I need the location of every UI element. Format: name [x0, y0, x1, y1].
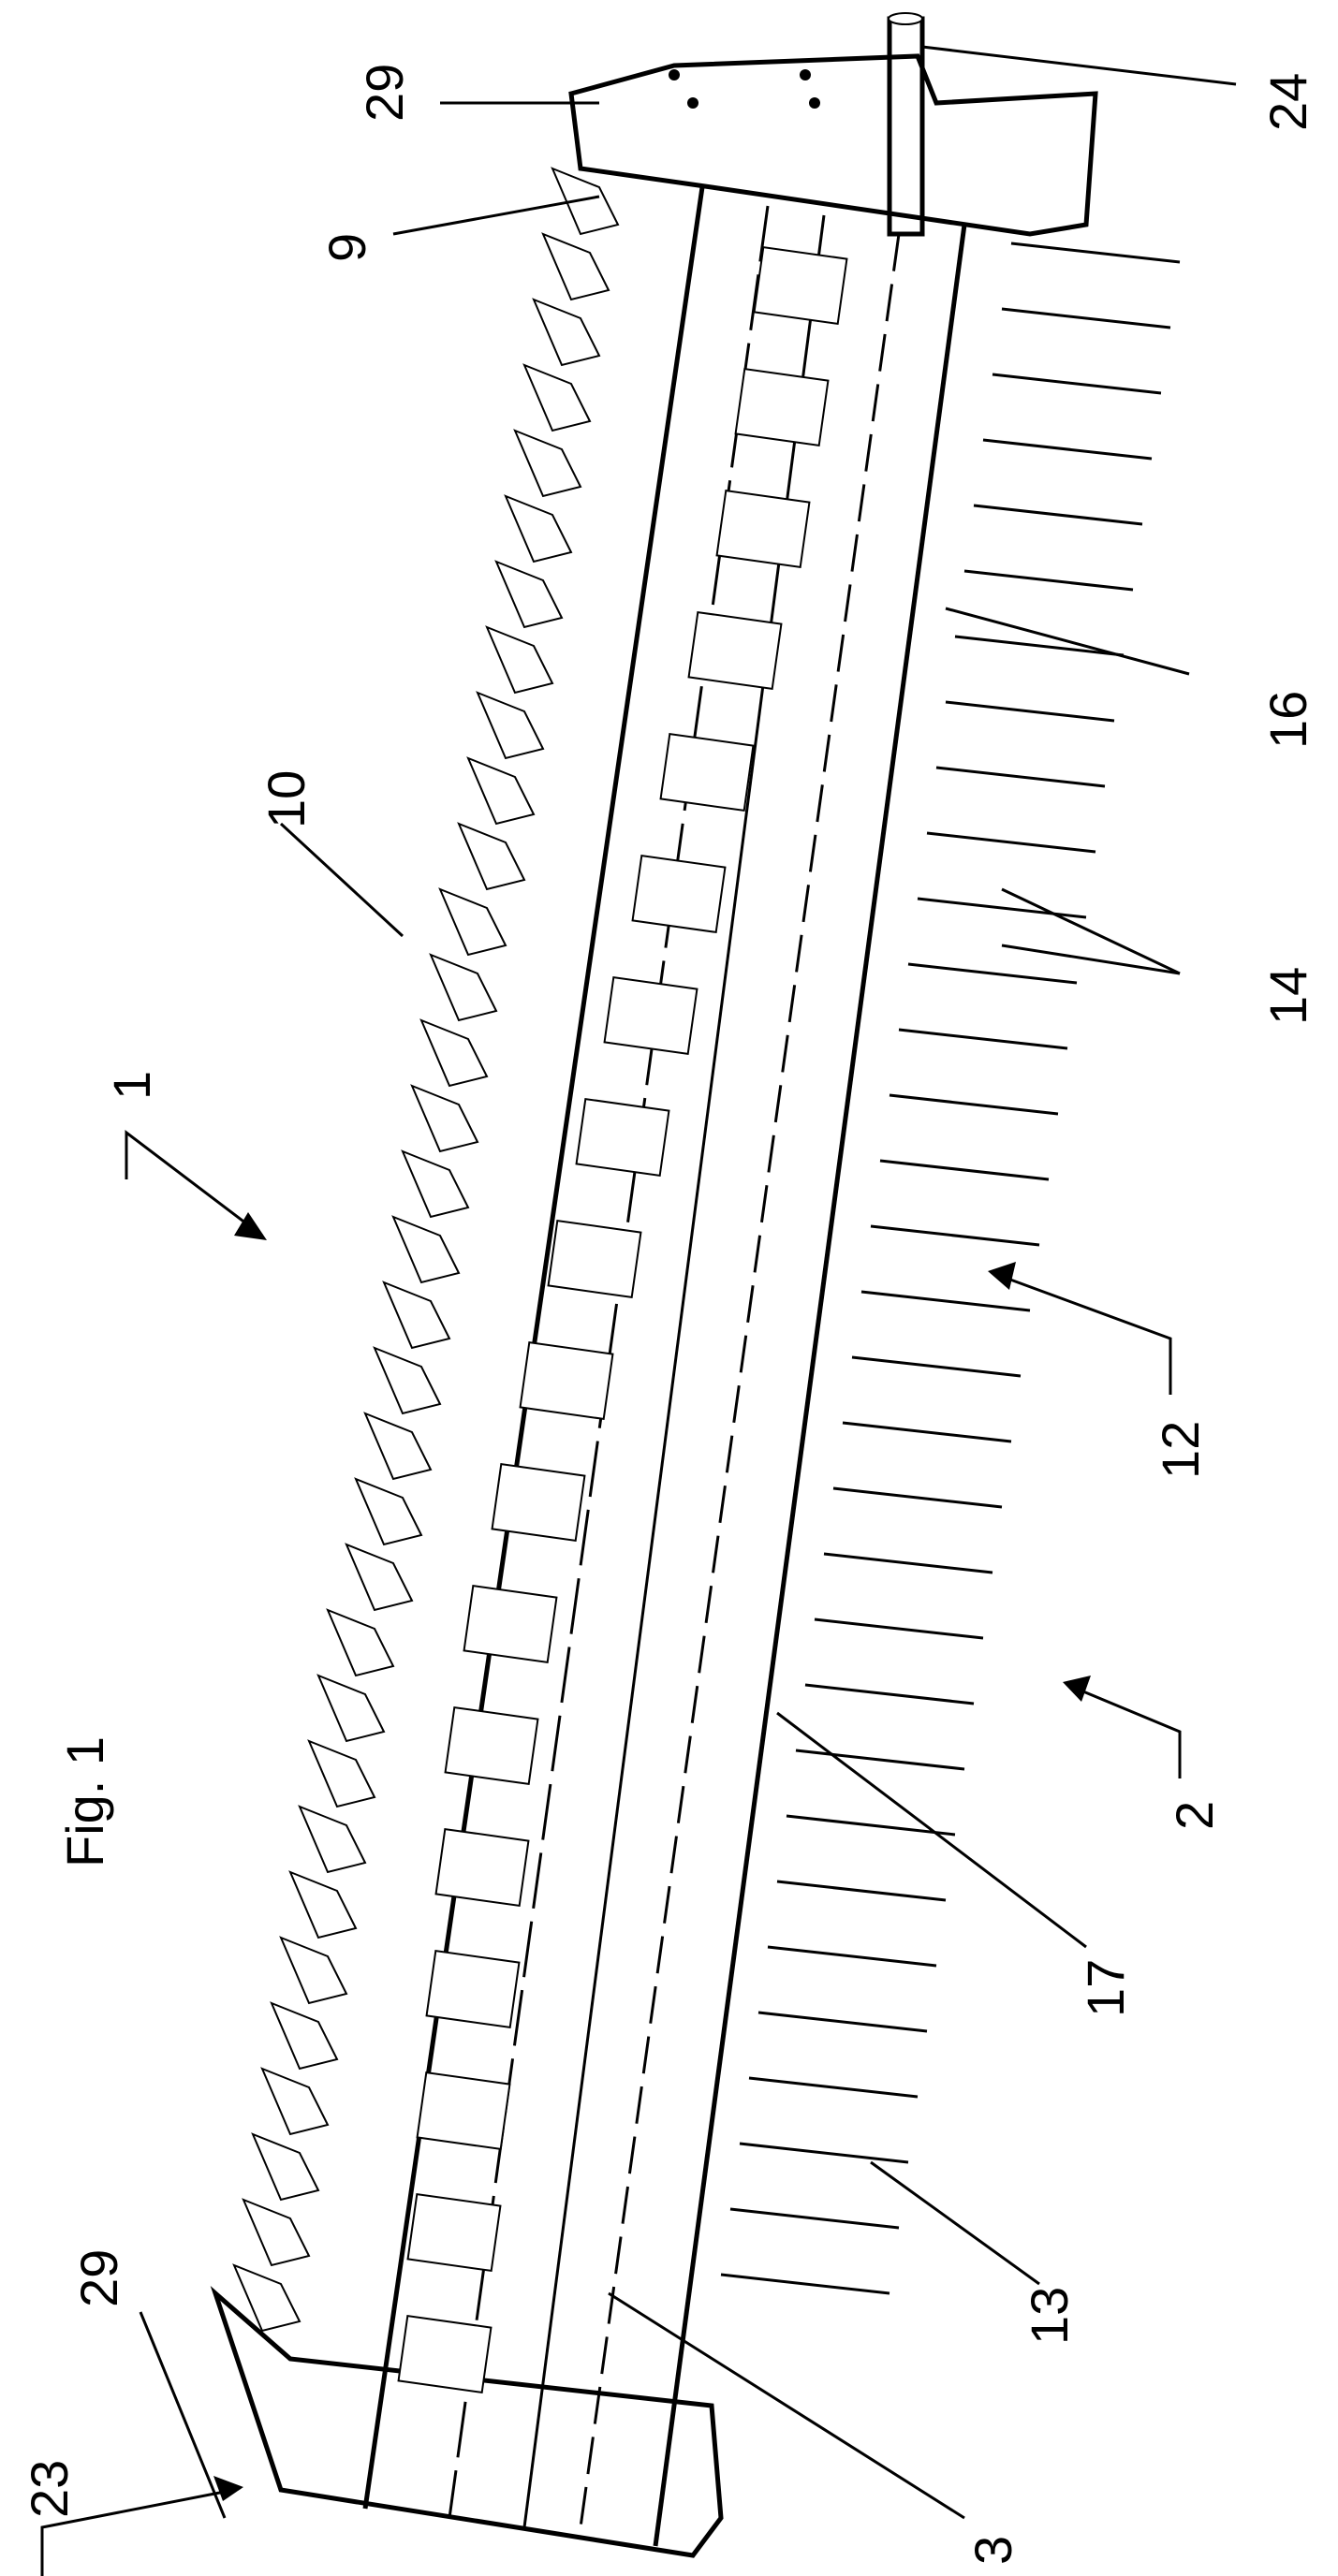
label-1: 1	[102, 1071, 161, 1100]
label-3: 3	[963, 2536, 1022, 2565]
label-17: 17	[1076, 1959, 1135, 2017]
label-29-top: 29	[355, 64, 414, 122]
label-16: 16	[1258, 691, 1317, 749]
shaft	[889, 13, 922, 234]
leader-lines	[42, 47, 1236, 2576]
label-2: 2	[1165, 1801, 1224, 1830]
label-29-bottom: 29	[69, 2249, 128, 2307]
label-13: 13	[1020, 2287, 1079, 2345]
end-plate-top	[571, 56, 1095, 234]
rotor-drum	[365, 187, 964, 2546]
label-23: 23	[20, 2460, 79, 2518]
label-12: 12	[1151, 1421, 1210, 1479]
tine-row-middle	[399, 247, 847, 2393]
label-14: 14	[1258, 967, 1317, 1025]
label-24: 24	[1258, 73, 1317, 131]
label-9: 9	[317, 233, 376, 262]
figure-title: Fig. 1	[55, 1736, 114, 1867]
label-10: 10	[257, 770, 316, 828]
